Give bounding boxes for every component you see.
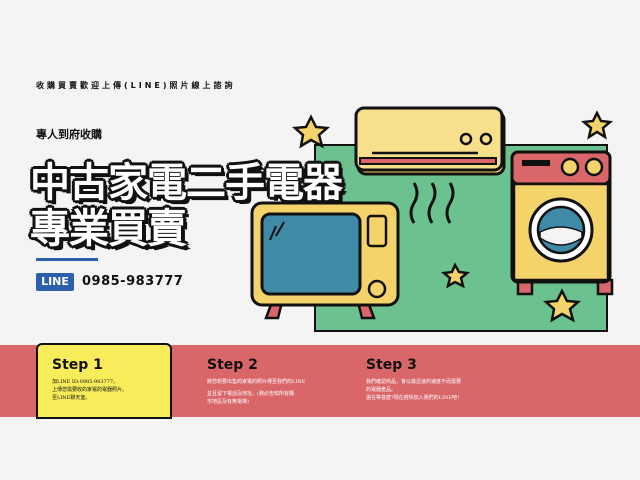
step3-text1: 我們確認商品，會以最迅速的速度不而需要 (366, 379, 462, 385)
step3-text3: 還在等甚麼?現在趕快加入我們的LINE吧！ (366, 395, 463, 401)
step1-label: Step 1 (52, 357, 103, 373)
line-badge[interactable]: LINE (36, 273, 74, 291)
phone-number: 0985-983777 (82, 274, 184, 289)
star-icon (440, 262, 471, 289)
star-icon (581, 110, 613, 140)
microwave-icon (250, 201, 400, 320)
accent-divider (36, 258, 98, 261)
step1-card (36, 343, 172, 419)
step2-label: Step 2 (207, 357, 258, 373)
main-title-line2: 專業買賣 (30, 206, 187, 252)
step3-text2: 的電器產品。 (366, 387, 397, 393)
star-icon (291, 114, 331, 149)
step3-label: Step 3 (366, 357, 417, 373)
step2-text2: 並且留下電話及地址。(務必告知所有購 (207, 391, 294, 397)
step1-text3: 至LINE聊天室。 (52, 395, 91, 401)
step2-text3: 市地區及有無電梯) (207, 399, 249, 405)
subtitle: 專人到府收購 (36, 128, 102, 141)
step1-text1: 加LINE ID:0985-983777。 (52, 379, 119, 385)
step1-text2: 上傳您需要收的家電的電器照片。 (52, 387, 128, 393)
air-conditioner-icon (354, 106, 506, 176)
star-icon (542, 288, 582, 323)
step2-text1: 將您想要出售的家電的照片傳至我們的LINE (207, 379, 306, 385)
main-title-line1: 中古家電二手電器 (30, 160, 343, 206)
washing-machine-icon (510, 150, 614, 296)
tagline: 收購買賣歡迎上傳(LINE)照片線上諮詢 (36, 81, 236, 90)
